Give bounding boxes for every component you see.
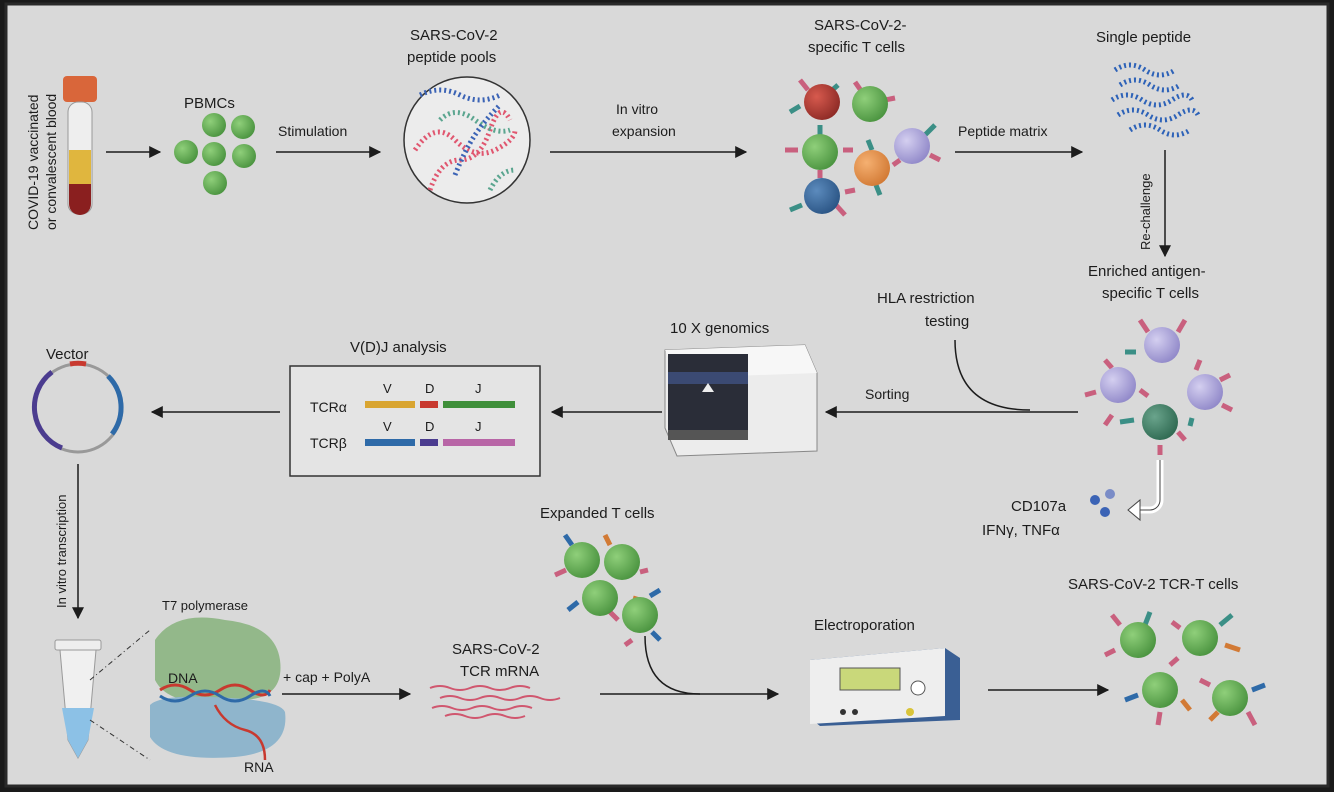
tcra-v-label: V (383, 381, 392, 396)
vdj-title: V(D)J analysis (350, 339, 447, 356)
pbmcs-label: PBMCs (184, 95, 235, 112)
tcrb-v-label: V (383, 419, 392, 434)
tcrb-d-label: D (425, 419, 434, 434)
dna-label: DNA (168, 670, 198, 686)
vector-plasmid-icon (31, 360, 124, 454)
genomics-title: 10 X genomics (670, 320, 769, 337)
tcra-d-label: D (425, 381, 434, 396)
tcr-t-title: SARS-CoV-2 TCR-T cells (1068, 576, 1238, 593)
tcrb-label: TCRβ (310, 435, 347, 451)
tcr-t-cells-icon (1103, 611, 1266, 727)
cytokine-dots-icon (1090, 489, 1115, 517)
expanded-title: Expanded T cells (540, 505, 655, 522)
sorting-label: Sorting (865, 386, 909, 402)
tcrb-v-segment (365, 439, 415, 446)
tcrb-d-segment (420, 439, 438, 446)
specific-t-title-2: specific T cells (808, 39, 905, 56)
pbmcs-cells-icon (174, 113, 256, 195)
in-vitro-label-2: expansion (612, 123, 676, 139)
peptide-pools-dish-icon (403, 76, 531, 204)
expanded-t-cells-icon (553, 533, 662, 648)
tcra-v-segment (365, 401, 415, 408)
mrna-strands-icon (429, 685, 561, 719)
single-peptide-title: Single peptide (1096, 29, 1191, 46)
tcrb-j-label: J (475, 419, 482, 434)
tcra-j-segment (443, 401, 515, 408)
ivt-label: In vitro transcription (54, 495, 69, 608)
t7-polymerase-icon (150, 617, 286, 761)
tcr-alpha-row: TCRα V D J (310, 381, 515, 415)
specific-t-cells-icon (785, 78, 942, 217)
peptide-matrix-label: Peptide matrix (958, 123, 1047, 139)
vdj-box (289, 365, 541, 477)
genomics-instrument-icon (664, 344, 818, 457)
electroporation-title: Electroporation (814, 617, 915, 634)
t7-title: T7 polymerase (162, 598, 248, 613)
tcra-label: TCRα (310, 399, 347, 415)
stimulation-label: Stimulation (278, 123, 347, 139)
eppendorf-tube-icon (54, 639, 102, 760)
single-peptide-icon (1110, 62, 1201, 138)
tcr-beta-row: TCRβ V D J (310, 419, 515, 451)
cap-polya-label: + cap + PolyA (283, 669, 371, 685)
mrna-label-1: SARS-CoV-2 (452, 641, 540, 658)
electroporator-icon (810, 648, 960, 726)
tcra-d-segment (420, 401, 438, 408)
peptide-pools-title-1: SARS-CoV-2 (410, 27, 498, 44)
enriched-title-1: Enriched antigen- (1088, 263, 1206, 280)
specific-t-title-1: SARS-CoV-2- (814, 17, 907, 34)
mrna-label-2: TCR mRNA (460, 663, 539, 680)
tcrb-j-segment (443, 439, 515, 446)
hla-label-1: HLA restriction (877, 290, 975, 307)
enriched-t-cells-icon (1084, 318, 1234, 455)
blood-source-label-2: or convalescent blood (43, 94, 59, 230)
blood-source-label: COVID-19 vaccinated (25, 95, 41, 230)
in-vitro-label-1: In vitro (616, 101, 658, 117)
rechallenge-label: Re-challenge (1138, 173, 1153, 250)
tcra-j-label: J (475, 381, 482, 396)
hla-label-2: testing (925, 313, 969, 330)
cytokines-label: IFNγ, TNFα (982, 522, 1060, 539)
enriched-title-2: specific T cells (1102, 285, 1199, 302)
vector-title: Vector (46, 346, 89, 363)
cytokine-release-arrow (1127, 460, 1164, 522)
peptide-pools-title-2: peptide pools (407, 49, 496, 66)
rna-label: RNA (244, 759, 274, 775)
cd107a-label: CD107a (1011, 498, 1067, 515)
blood-tube-icon (63, 76, 97, 215)
